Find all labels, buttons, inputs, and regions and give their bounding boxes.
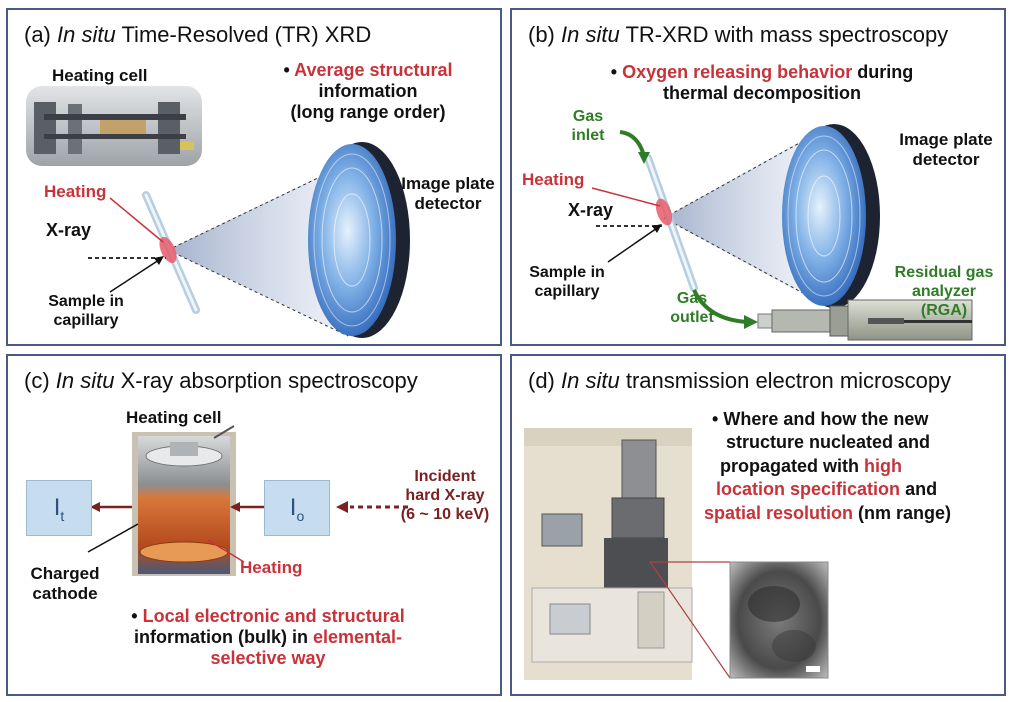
heating-cell-label: Heating cell [126,408,222,427]
panel-c-diagram [87,425,408,576]
charged-cathode-label: Charged cathode [30,564,100,604]
panel-d-title: (d) In situ transmission electron micros… [528,368,952,393]
avg-structural-text: • Average structural information (long r… [283,60,453,123]
heating-label: Heating [44,182,107,201]
sample-in-capillary-label: Sample in capillary [48,293,124,329]
heating-cell-photo [26,86,202,166]
panel-tem: (d) In situ transmission electron micros… [510,354,1006,696]
panel-tr-xrd: (a) In situ Time-Resolved (TR) XRD [6,8,502,346]
panel-c-title: (c) In situ X-ray absorption spectroscop… [24,368,418,393]
sample-in-capillary-label: Sample in capillary [529,264,605,300]
gas-outlet-label: Gas outlet [670,290,714,326]
panel-b-diagram [591,124,973,341]
heating-label: Heating [240,558,303,577]
panel-a-diagram [26,86,410,338]
capillary [142,191,200,314]
xray-label: X-ray [568,200,614,220]
it-box: It [26,480,92,536]
panel-tr-xrd-mass: (b) In situ TR-XRD with mass spectroscop… [510,8,1006,346]
detector-label: Image plate detector [401,174,495,214]
heating-cell-photo [132,425,236,576]
tem-microscope-photo [524,428,693,680]
xray-label: X-ray [46,220,92,240]
rga-label: Residual gas analyzer (RGA) [894,264,994,319]
detector-label: Image plate detector [899,130,993,170]
image-plate-detector [782,124,880,308]
panel-a-title: (a) In situ Time-Resolved (TR) XRD [24,22,372,47]
tem-description: • Where and how the new structure nuclea… [704,409,952,523]
panel-d-diagram [524,428,829,680]
io-box: Io [264,480,330,536]
heating-cell-label: Heating cell [52,66,148,85]
tem-micrograph [729,561,829,679]
rga-device [757,299,973,341]
local-electronic-text: • Local electronic and structural inform… [131,606,405,669]
panel-b-title: (b) In situ TR-XRD with mass spectroscop… [528,22,949,47]
incident-xray-label: Incident hard X-ray (6 ~ 10 keV) [400,468,490,523]
heating-label: Heating [522,170,585,189]
gas-inlet-label: Gas inlet [571,108,605,144]
image-plate-detector [308,142,410,338]
panel-xas: (c) In situ X-ray absorption spectroscop… [6,354,502,696]
oxygen-text: • Oxygen releasing behavior during therm… [610,62,914,104]
